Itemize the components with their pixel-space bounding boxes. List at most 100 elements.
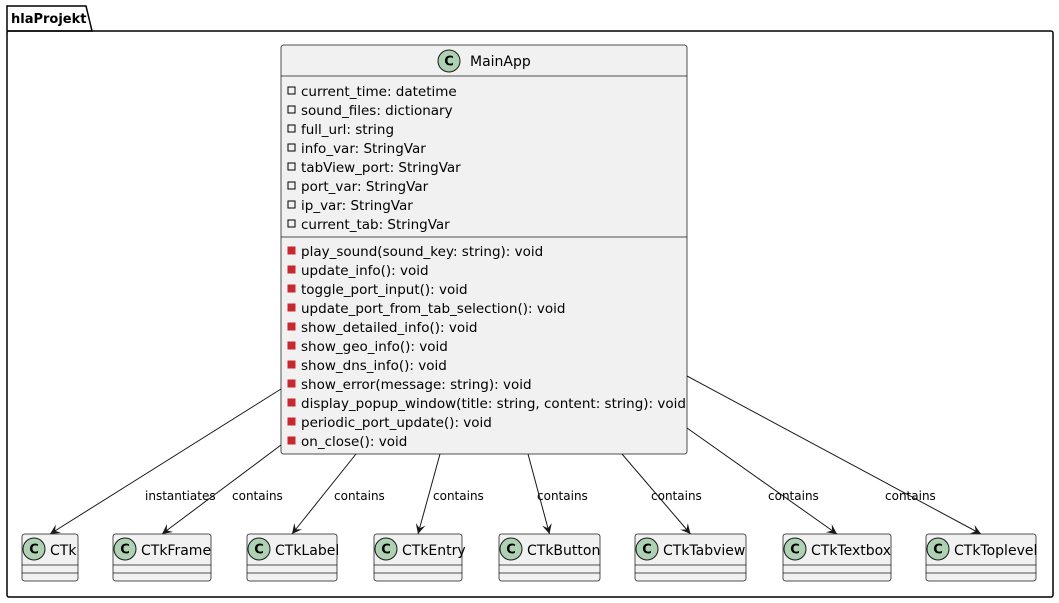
private-method-icon bbox=[287, 341, 296, 350]
class-stereotype-letter: C bbox=[444, 55, 454, 70]
attribute-row: info_var: StringVar bbox=[287, 141, 426, 157]
method-row: show_error(message: string): void bbox=[287, 377, 532, 393]
mainapp-attributes: current_time: datetime sound_files: dicti… bbox=[287, 84, 461, 233]
class-box bbox=[925, 533, 1037, 582]
class-stereotype-letter: C bbox=[506, 543, 516, 558]
method-text: on_close(): void bbox=[301, 434, 407, 450]
method-text: toggle_port_input(): void bbox=[301, 282, 468, 298]
edge-label: contains bbox=[232, 489, 283, 503]
attribute-row: sound_files: dictionary bbox=[287, 103, 453, 119]
class-stereotype-letter: C bbox=[254, 543, 264, 558]
method-row: play_sound(sound_key: string): void bbox=[287, 244, 543, 260]
private-method-icon bbox=[287, 246, 296, 255]
private-attribute-icon bbox=[287, 86, 296, 95]
method-row: display_popup_window(title: string, cont… bbox=[287, 396, 686, 412]
edge-ctk: instantiates bbox=[49, 388, 282, 535]
private-method-icon bbox=[287, 360, 296, 369]
class-box bbox=[634, 533, 747, 582]
class-stereotype-letter: C bbox=[642, 543, 652, 558]
attribute-text: current_tab: StringVar bbox=[301, 217, 450, 233]
method-text: update_port_from_tab_selection(): void bbox=[301, 301, 565, 317]
private-method-icon bbox=[287, 436, 296, 445]
attribute-row: tabView_port: StringVar bbox=[287, 160, 461, 176]
attribute-text: sound_files: dictionary bbox=[301, 103, 453, 119]
method-row: show_detailed_info(): void bbox=[287, 320, 477, 336]
class-ctkframe: C CTkFrame bbox=[112, 533, 212, 582]
class-stereotype-icon bbox=[926, 537, 950, 561]
edge-ctkbutton: contains bbox=[527, 453, 588, 535]
method-row: show_geo_info(): void bbox=[287, 339, 448, 355]
class-stereotype-icon bbox=[374, 537, 398, 561]
class-name: CTkToplevel bbox=[954, 543, 1037, 559]
private-method-icon bbox=[287, 379, 296, 388]
method-row: on_close(): void bbox=[287, 434, 407, 450]
private-attribute-icon bbox=[287, 162, 296, 171]
class-name: CTkLabel bbox=[275, 543, 339, 559]
class-mainapp: C MainApp current_time: datetime sound_fi… bbox=[280, 44, 688, 455]
attribute-row: ip_var: StringVar bbox=[287, 198, 413, 214]
private-method-icon bbox=[287, 303, 296, 312]
edge-line bbox=[527, 453, 552, 535]
private-method-icon bbox=[287, 417, 296, 426]
method-row: update_port_from_tab_selection(): void bbox=[287, 301, 565, 317]
attribute-row: current_time: datetime bbox=[287, 84, 457, 100]
package-hlaprojekt: hlaProjekt bbox=[6, 5, 1054, 598]
class-name: CTk bbox=[50, 543, 77, 559]
method-text: show_geo_info(): void bbox=[301, 339, 448, 355]
private-attribute-icon bbox=[287, 181, 296, 190]
edge-line bbox=[621, 453, 691, 535]
method-row: show_dns_info(): void bbox=[287, 358, 447, 374]
class-stereotype-icon bbox=[113, 537, 137, 561]
package-name: hlaProjekt bbox=[11, 12, 87, 27]
private-attribute-icon bbox=[287, 124, 296, 133]
mainapp-class-name: MainApp bbox=[470, 54, 531, 70]
mainapp-box bbox=[280, 44, 688, 455]
edge-line bbox=[415, 453, 441, 535]
class-name: CTkFrame bbox=[141, 543, 211, 559]
private-method-icon bbox=[287, 322, 296, 331]
class-stereotype-icon bbox=[247, 537, 271, 561]
edge-line bbox=[686, 427, 838, 535]
edge-label: contains bbox=[334, 489, 385, 503]
class-stereotype-icon bbox=[22, 537, 46, 561]
mainapp-methods: play_sound(sound_key: string): void updat… bbox=[287, 244, 686, 450]
class-stereotype-letter: C bbox=[790, 543, 800, 558]
edge-label: contains bbox=[768, 489, 819, 503]
method-text: show_dns_info(): void bbox=[301, 358, 447, 374]
class-ctk: C CTk bbox=[21, 533, 79, 582]
class-ctktextbox: C CTkTextbox bbox=[782, 533, 892, 582]
method-text: update_info(): void bbox=[301, 263, 429, 279]
private-attribute-icon bbox=[287, 200, 296, 209]
class-stereotype-icon bbox=[437, 49, 461, 73]
attribute-text: info_var: StringVar bbox=[301, 141, 426, 157]
class-stereotype-letter: C bbox=[381, 543, 391, 558]
class-stereotype-icon bbox=[635, 537, 659, 561]
edge-ctktoplevel: contains bbox=[686, 375, 982, 535]
edge-line bbox=[161, 444, 282, 535]
edge-ctklabel: contains bbox=[291, 453, 385, 535]
method-row: update_info(): void bbox=[287, 263, 429, 279]
class-box bbox=[112, 533, 212, 582]
attribute-text: full_url: string bbox=[301, 122, 394, 138]
class-ctkentry: C CTkEntry bbox=[373, 533, 466, 582]
edge-label: contains bbox=[885, 489, 936, 503]
class-stereotype-letter: C bbox=[120, 543, 130, 558]
private-method-icon bbox=[287, 398, 296, 407]
method-text: show_error(message: string): void bbox=[301, 377, 532, 393]
private-attribute-icon bbox=[287, 105, 296, 114]
edge-line bbox=[291, 453, 357, 535]
edge-ctktextbox: contains bbox=[686, 427, 838, 535]
class-stereotype-letter: C bbox=[29, 543, 39, 558]
class-name: CTkEntry bbox=[402, 543, 466, 559]
class-stereotype-letter: C bbox=[933, 543, 943, 558]
edge-label: contains bbox=[433, 489, 484, 503]
class-name: CTkTextbox bbox=[811, 543, 891, 559]
attribute-text: port_var: StringVar bbox=[301, 179, 429, 195]
edge-label: contains bbox=[537, 489, 588, 503]
method-row: toggle_port_input(): void bbox=[287, 282, 468, 298]
private-attribute-icon bbox=[287, 219, 296, 228]
